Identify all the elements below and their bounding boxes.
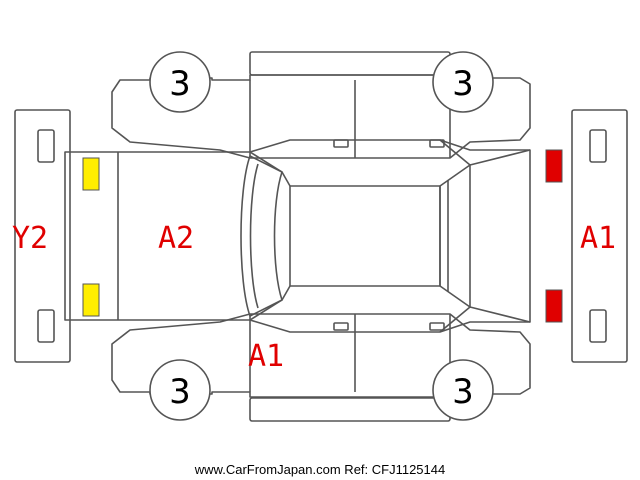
rear-bumper (14, 109, 71, 363)
floor-panel-bottom (249, 397, 451, 422)
tire-grade-label: 3 (452, 64, 474, 104)
damage-code-side-sill: A1 (248, 339, 284, 374)
tire-grade-label: 3 (169, 64, 191, 104)
rear-lamp-lower (82, 283, 100, 317)
damage-code-rear-body: A2 (158, 221, 194, 256)
tire-front-left: 3 (432, 51, 494, 113)
tire-grade-label: 3 (452, 372, 474, 412)
footer-reference: www.CarFromJapan.com Ref: CFJ1125144 (194, 462, 445, 477)
damage-code-front-bumper: A1 (580, 221, 616, 256)
tire-grade-label: 3 (169, 372, 191, 412)
damage-code-rear-bumper: Y2 (12, 221, 48, 256)
tire-rear-right: 3 (149, 359, 211, 421)
rear-lamp-upper (82, 157, 100, 191)
front-lamp-upper (545, 149, 563, 183)
body-top-view (64, 139, 531, 333)
roof-panel-top (249, 51, 451, 76)
front-bumper (571, 109, 628, 363)
side-panel-bottom (111, 313, 531, 398)
tire-front-right: 3 (432, 359, 494, 421)
tire-rear-left: 3 (149, 51, 211, 113)
front-lamp-lower (545, 289, 563, 323)
